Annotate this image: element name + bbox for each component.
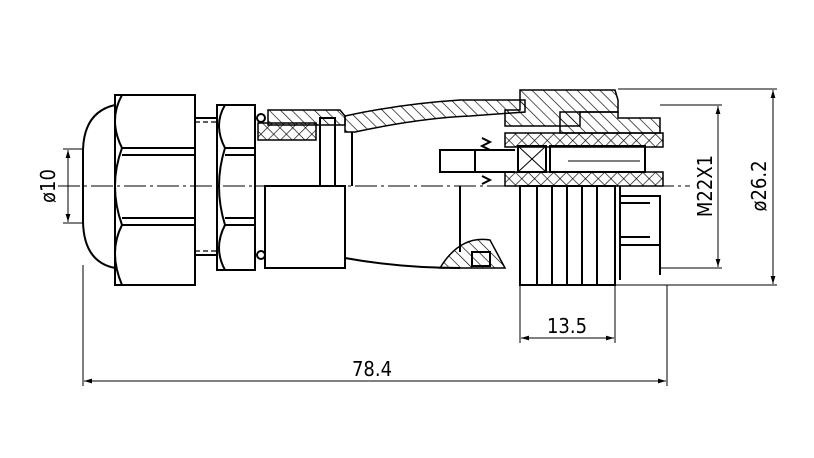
label-overall-length: 78.4: [352, 357, 392, 381]
hex-nut-front: [216, 104, 266, 271]
connector-body: [344, 99, 526, 269]
label-cable-diameter: ø10: [36, 169, 60, 203]
dimension-cable-diameter: ø10: [36, 148, 83, 224]
dimension-coupling-length: 13.5: [519, 285, 616, 343]
coupling-nut: [504, 89, 661, 286]
clamp-sleeve: [257, 109, 346, 269]
label-thread: M22X1: [693, 155, 717, 217]
cable-seal-cap: [82, 104, 116, 269]
dimension-outer-diameter: ø26.2: [615, 88, 777, 286]
gland-body: [195, 117, 217, 256]
hex-nut-rear: [114, 94, 196, 286]
label-outer-diameter: ø26.2: [747, 160, 771, 211]
label-coupling-length: 13.5: [547, 314, 587, 338]
dimension-thread: M22X1: [660, 104, 722, 269]
contact-insert: [439, 132, 664, 187]
dimension-overall-length: 78.4: [82, 265, 668, 386]
